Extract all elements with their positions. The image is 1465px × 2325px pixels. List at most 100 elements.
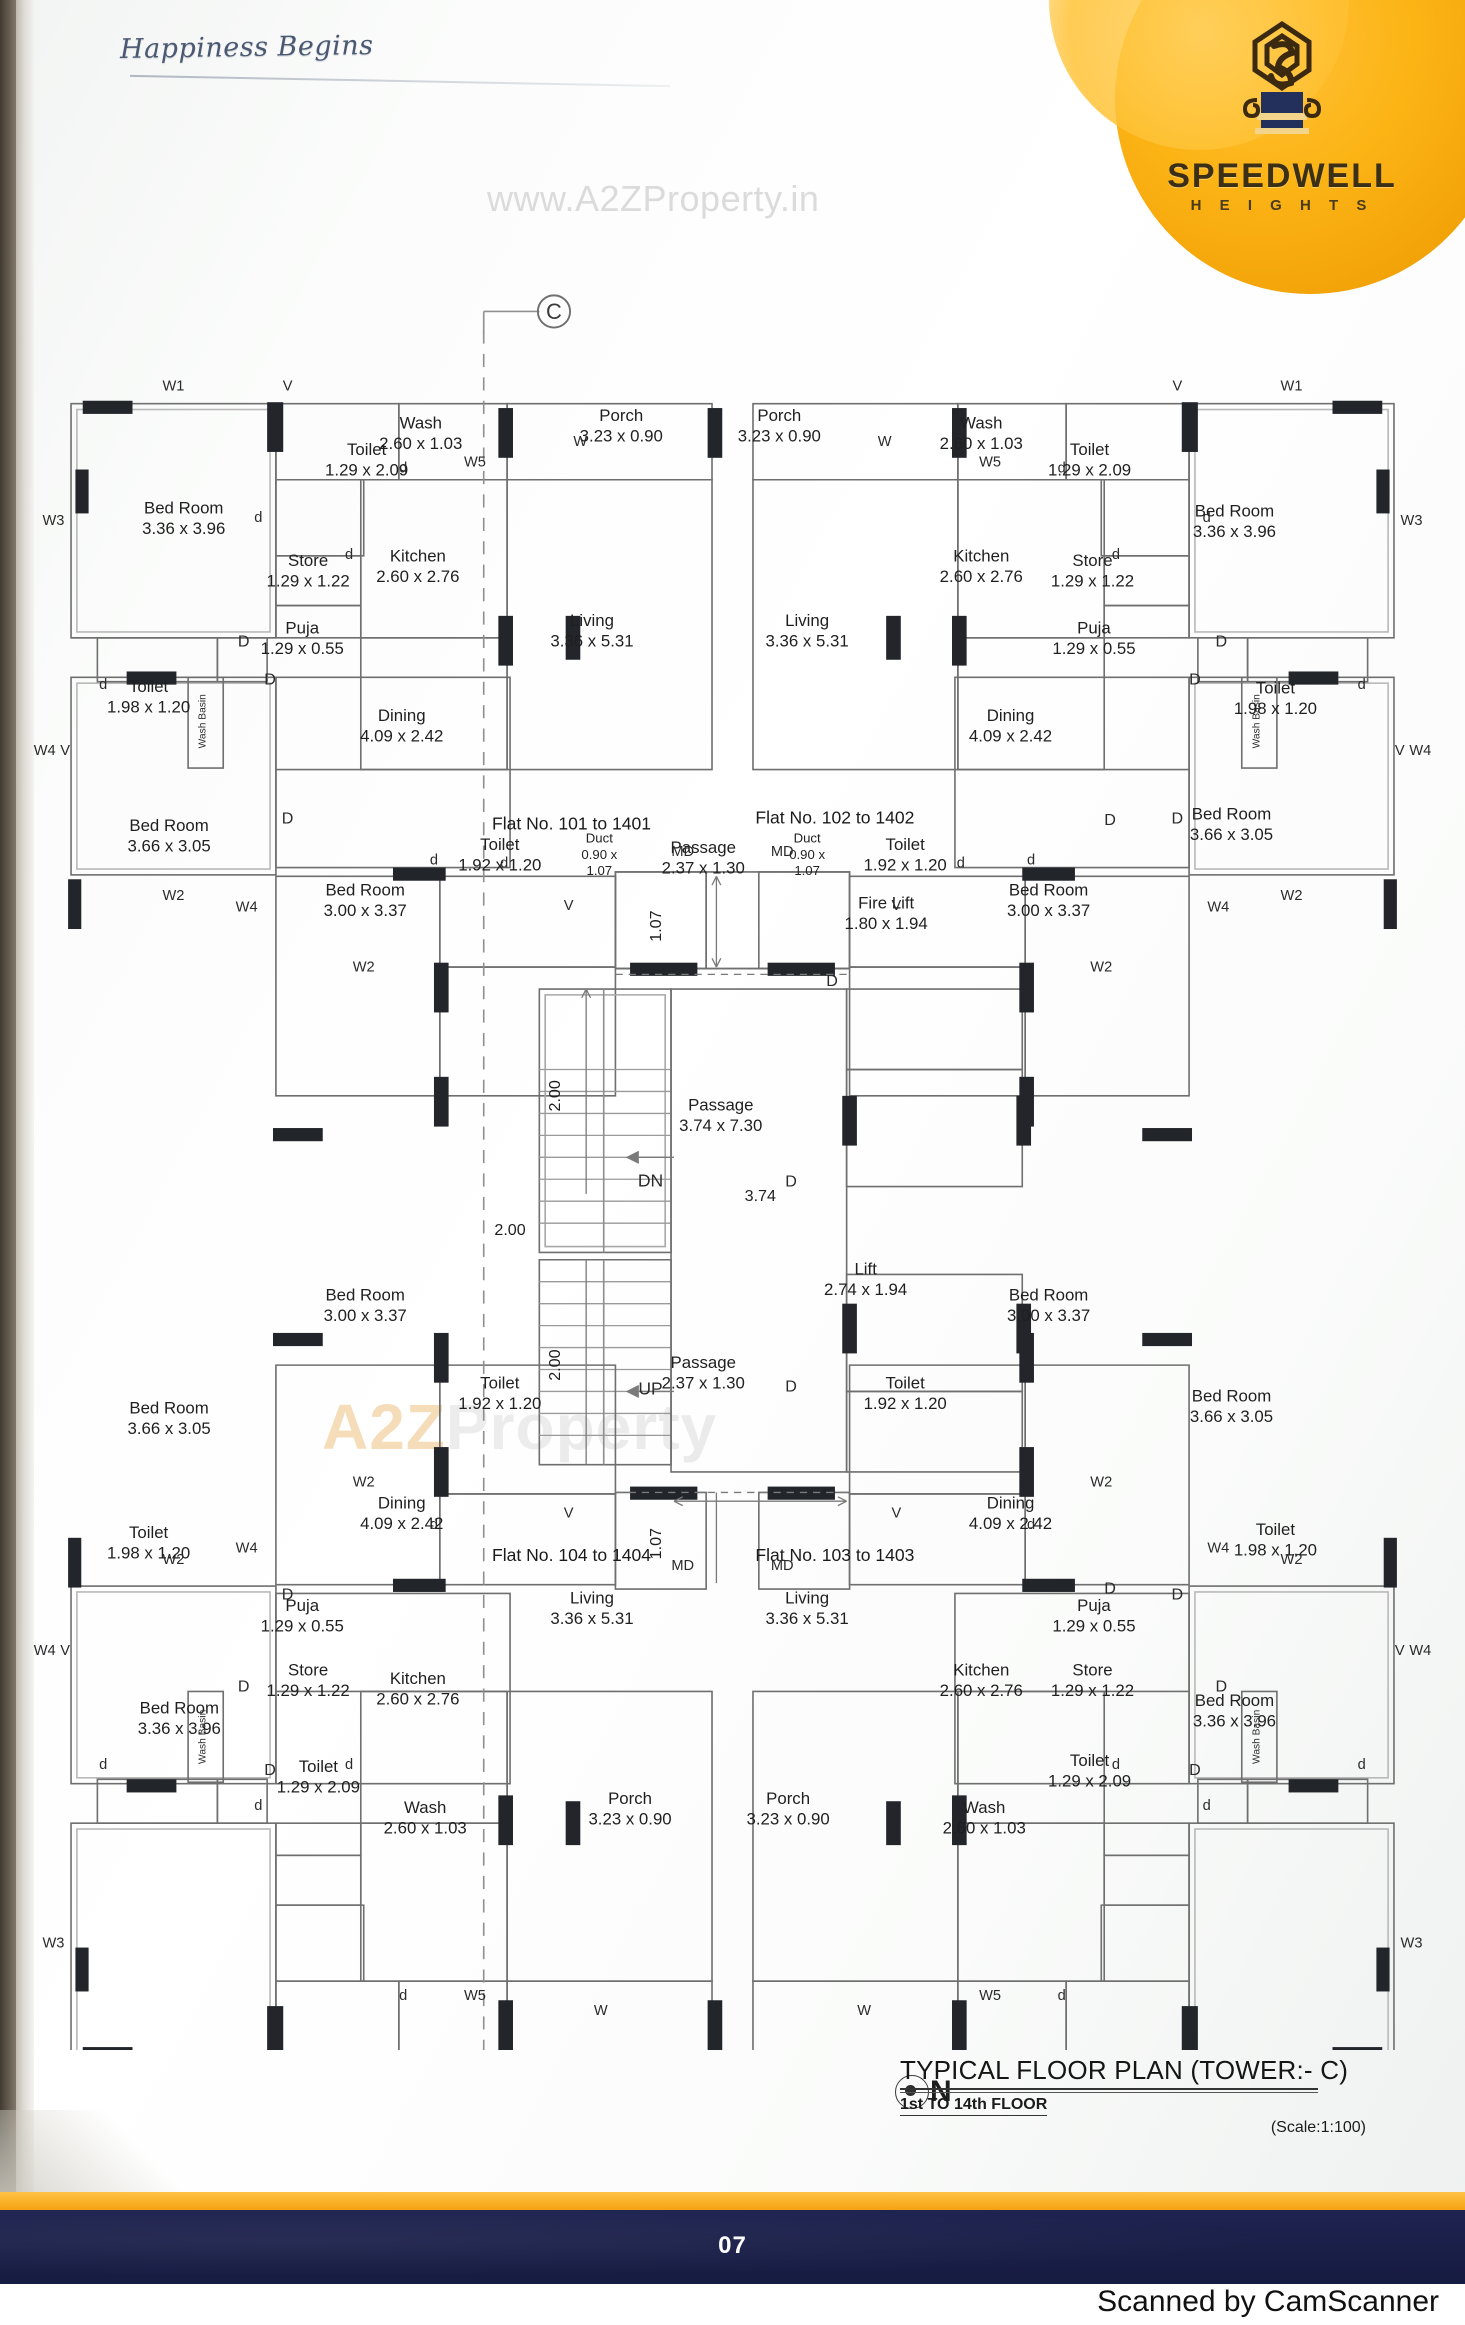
tag-d: d — [1058, 460, 1066, 476]
room-dims: 3.36 x 5.31 — [766, 632, 849, 651]
room-dims: 1.29 x 1.22 — [1051, 1681, 1134, 1700]
opening-tags: W1 W1 W1 W1 W3 W3 W3 W3 W4 W4 W4 W4 W2 W… — [34, 378, 1432, 2019]
room-dims: 1.98 x 1.20 — [1234, 699, 1317, 718]
logo-name: SPEEDWELL — [1167, 157, 1397, 195]
room-name: Living — [570, 611, 614, 630]
scan-edge-dark — [0, 0, 16, 2230]
room-dims: 1.98 x 1.20 — [1234, 1540, 1317, 1559]
room-name: Passage — [671, 838, 736, 857]
room-dims: 1.92 x 1.20 — [864, 1394, 947, 1413]
room-dims: 3.00 x 3.37 — [324, 901, 407, 920]
page-number: 07 — [718, 2232, 747, 2259]
tag-d: d — [1027, 1517, 1035, 1533]
tag-w4: W4 — [1207, 899, 1229, 915]
room-name: Bed Room — [1009, 1286, 1088, 1305]
tag-w: W — [594, 2003, 608, 2019]
tag-w2: W2 — [1281, 888, 1303, 904]
room-dims: 3.36 x 3.96 — [1193, 522, 1276, 541]
room-dims: 3.23 x 0.90 — [580, 427, 663, 446]
tag-v: V — [892, 1505, 902, 1521]
tag-D: D — [238, 633, 250, 651]
room-name: Bed Room — [325, 1286, 404, 1305]
tag-d: d — [345, 1757, 353, 1773]
room-name: Porch — [608, 1789, 652, 1808]
speedwell-column-logo-icon — [1242, 20, 1322, 134]
room-name: Dining — [987, 706, 1035, 725]
room-dims: 3.66 x 3.05 — [1190, 825, 1273, 844]
dimension-values: 1.07 1.07 2.00 2.00 2.00 3.74 — [494, 910, 776, 1559]
room-name: Bed Room — [1192, 804, 1271, 823]
room-dims: 1.29 x 0.55 — [1052, 639, 1135, 658]
tag-w2: W2 — [1090, 1475, 1112, 1491]
room-name: Toilet — [886, 1374, 926, 1393]
tagline: Happiness Begins — [119, 30, 374, 65]
room-dims: 1.29 x 2.09 — [1048, 460, 1131, 479]
room-dims: 2.37 x 1.30 — [662, 1374, 745, 1393]
tag-w: W — [857, 2003, 871, 2019]
room-dims: 2.37 x 1.30 — [662, 858, 745, 877]
tag-w: W — [573, 434, 587, 450]
room-dims: 1.92 x 1.20 — [458, 855, 541, 874]
tag-w4: W4 — [236, 1540, 258, 1556]
tag-MD: MD — [771, 1558, 794, 1574]
flat-no-103: Flat No. 103 to 1403 — [755, 1545, 914, 1565]
tag-v: V — [564, 898, 574, 914]
room-dims: 1.29 x 2.09 — [277, 1777, 360, 1796]
tag-D: D — [1172, 810, 1184, 828]
tag-d: d — [430, 1517, 438, 1533]
room-name: Toilet — [1256, 1520, 1296, 1539]
tag-w4: W4 — [236, 899, 258, 915]
room-name: Toilet — [886, 835, 926, 854]
room-name: Duct — [586, 831, 613, 846]
wash-basin-label: Wash Basin — [1251, 694, 1262, 749]
room-name: Porch — [757, 406, 801, 425]
room-name: Dining — [378, 706, 426, 725]
room-name: Toilet — [480, 1374, 520, 1393]
tag-D: D — [1104, 1579, 1116, 1597]
room-dims: 3.66 x 3.05 — [1190, 1407, 1273, 1426]
room-dims: 1.29 x 0.55 — [1052, 1616, 1135, 1635]
tag-d: d — [99, 1757, 107, 1773]
wash-basin-label: Wash Basin — [198, 1709, 209, 1764]
tag-D: D — [1189, 671, 1201, 689]
room-name: Living — [785, 611, 829, 630]
tag-D: D — [785, 1377, 797, 1395]
room-name: Kitchen — [953, 547, 1009, 566]
room-dims: 1.80 x 1.94 — [845, 914, 928, 933]
tag-v: V — [60, 1643, 70, 1659]
room-name: Puja — [285, 1596, 319, 1615]
room-name: Lift — [854, 1259, 877, 1278]
room-dims: 3.23 x 0.90 — [738, 427, 821, 446]
room-name: Bed Room — [325, 880, 404, 899]
paper-background — [0, 0, 1465, 2230]
tag-v: V — [1395, 743, 1405, 759]
tag-D: D — [785, 1173, 797, 1191]
flat-labels: Flat No. 101 to 1401 Flat No. 102 to 140… — [492, 808, 914, 1566]
tag-d: d — [957, 856, 965, 872]
tag-w2: W2 — [163, 888, 185, 904]
room-name: Toilet — [129, 1523, 169, 1542]
room-name: Store — [288, 551, 328, 570]
wash-basin-labels: Wash Basin Wash Basin Wash Basin Wash Ba… — [198, 694, 1263, 1764]
room-name: Dining — [378, 1494, 426, 1513]
flat-no-102: Flat No. 102 to 1402 — [755, 808, 914, 828]
tag-d: d — [399, 460, 407, 476]
room-name: Bed Room — [140, 1698, 219, 1717]
room-name: Puja — [1077, 618, 1111, 637]
